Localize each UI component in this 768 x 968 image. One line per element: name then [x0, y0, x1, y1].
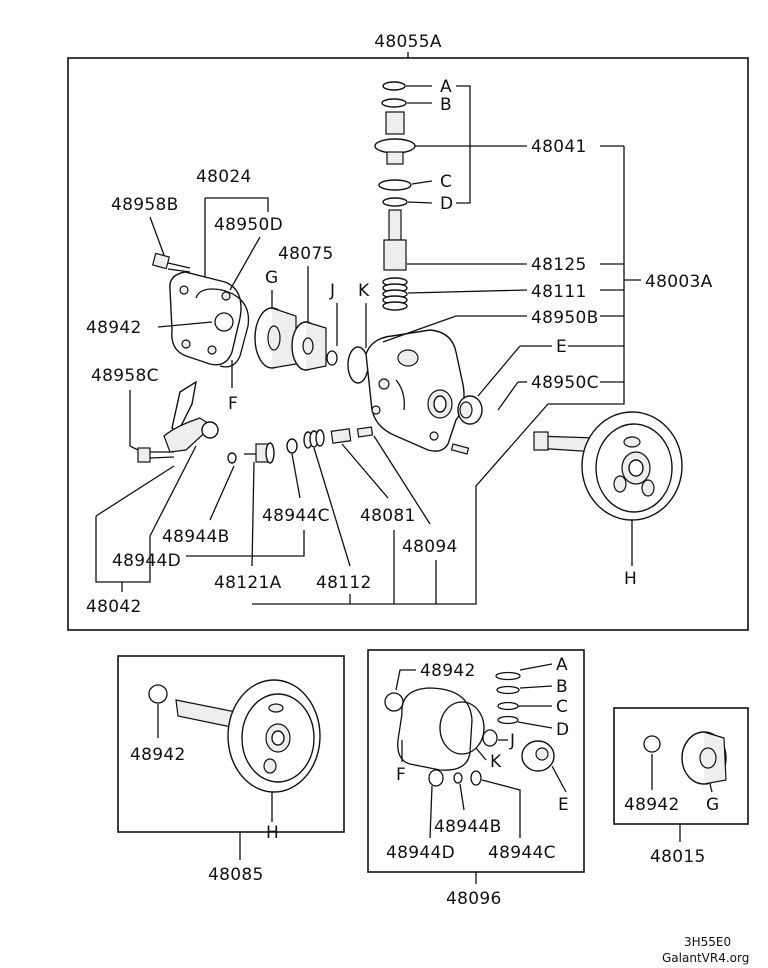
label-d: D — [440, 194, 453, 214]
o-ring-j — [326, 350, 338, 366]
snap-ring-48942 — [214, 312, 234, 332]
kit-48096-seal-e — [521, 740, 555, 772]
kit-48096-ring-48944B — [453, 772, 463, 784]
kit-48096-o-ring-k — [439, 701, 485, 755]
kit-48096-label-j: J — [509, 731, 515, 751]
label-a: A — [440, 77, 452, 97]
label-48958C: 48958C — [91, 366, 159, 386]
label-48125: 48125 — [531, 255, 587, 275]
label-g: G — [265, 268, 278, 288]
kit-48085-label-h: H — [266, 823, 279, 843]
label-48003A: 48003A — [645, 272, 713, 292]
rear-housing — [169, 271, 242, 366]
kit-48015-snap-ring — [643, 735, 661, 753]
kit-48096-label-k: K — [490, 752, 502, 772]
kit-48096-label-48944B: 48944B — [434, 817, 502, 837]
label-48950C: 48950C — [531, 373, 599, 393]
pump-body — [365, 329, 465, 452]
label-k: K — [358, 281, 370, 301]
seal-e — [457, 395, 483, 425]
bracket-48042 — [163, 380, 219, 453]
label-e: E — [556, 337, 567, 357]
kit-48015-label-48942: 48942 — [624, 795, 680, 815]
control-valve-stack — [374, 81, 416, 311]
label-48081: 48081 — [360, 506, 416, 526]
kit-48096-label-48944D: 48944D — [386, 843, 455, 863]
kit-48096-label-a: A — [556, 655, 568, 675]
kit-48096-ring-48944D — [428, 769, 444, 787]
footer-code: 3H55E0 — [684, 935, 731, 949]
ring-48944B — [227, 452, 237, 464]
kit-48085-title: 48085 — [208, 865, 264, 885]
label-j: J — [329, 281, 335, 301]
label-48944D: 48944D — [112, 551, 181, 571]
label-48950B: 48950B — [531, 308, 599, 328]
valve-48081 — [330, 426, 374, 444]
label-48942: 48942 — [86, 318, 142, 338]
label-48055A: 48055A — [374, 32, 442, 52]
footer-watermark: GalantVR4.org — [662, 951, 749, 965]
kit-48096-snap-ring — [384, 692, 404, 712]
kit-48096-ring-48944C — [470, 770, 482, 786]
kit-48015-label-g: G — [706, 795, 719, 815]
label-48958B: 48958B — [111, 195, 179, 215]
kit-48096-gasket-f — [397, 687, 473, 771]
kit-48085-pulley-shaft — [175, 679, 321, 793]
label-48944C: 48944C — [262, 506, 330, 526]
kit-48085-snap-ring — [148, 684, 168, 704]
kit-48096-o-ring-j — [482, 729, 498, 747]
kit-48096-label-e: E — [558, 795, 569, 815]
label-48950D: 48950D — [214, 215, 283, 235]
kit-48015-frame — [613, 707, 749, 825]
label-b: B — [440, 95, 452, 115]
kit-48096-label-48944C: 48944C — [488, 843, 556, 863]
label-c: C — [440, 172, 452, 192]
label-48094: 48094 — [402, 537, 458, 557]
kit-48015-cartridge-g — [681, 731, 727, 785]
pulley-shaft-h — [533, 411, 683, 521]
label-48024: 48024 — [196, 167, 252, 187]
bolt-48958B — [151, 252, 191, 273]
label-48112: 48112 — [316, 573, 372, 593]
label-48041: 48041 — [531, 137, 587, 157]
label-48121A: 48121A — [214, 573, 282, 593]
label-48042: 48042 — [86, 597, 142, 617]
kit-48085-frame — [117, 655, 345, 833]
o-ring-k — [347, 346, 369, 384]
label-h: H — [624, 569, 637, 589]
spring-48111 — [382, 277, 408, 311]
cartridge-g — [254, 307, 297, 369]
kit-48096-title: 48096 — [446, 889, 502, 909]
kit-48096-label-f: F — [396, 765, 406, 785]
kit-48085-label-48942: 48942 — [130, 745, 186, 765]
kit-48096-label-c: C — [556, 697, 568, 717]
label-48111: 48111 — [531, 282, 587, 302]
ring-48944C — [286, 438, 298, 454]
kit-48096-label-d: D — [556, 720, 569, 740]
spring-48112 — [303, 429, 325, 449]
kit-48096-label-b: B — [556, 677, 568, 697]
label-48075: 48075 — [278, 244, 334, 264]
pin-48950C — [450, 443, 470, 455]
label-48944B: 48944B — [162, 527, 230, 547]
kit-48015-title: 48015 — [650, 847, 706, 867]
connector-48121A — [244, 442, 275, 464]
kit-48096-label-48942: 48942 — [420, 661, 476, 681]
rotor-48075 — [291, 321, 327, 371]
label-f: F — [228, 394, 238, 414]
bolt-48958C — [137, 447, 175, 463]
